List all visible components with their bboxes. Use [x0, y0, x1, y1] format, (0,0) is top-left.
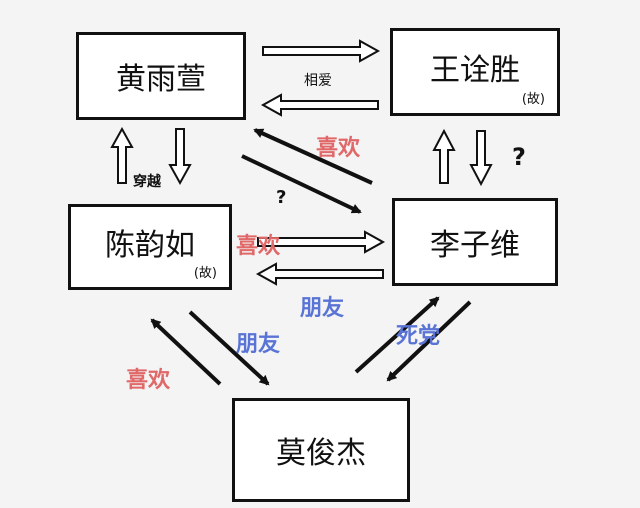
label-chuanyue: 穿越: [133, 174, 161, 190]
node-chen: 陈韵如 (故): [68, 204, 232, 290]
node-note: (故): [193, 266, 217, 281]
label-xihuan-top: 喜欢: [316, 136, 361, 161]
node-huang: 黄雨萱: [76, 32, 246, 120]
arrow-li-to-huang: [253, 128, 373, 185]
label-pengyou-left: 朋友: [236, 332, 281, 357]
arrow-li-to-mo: [386, 300, 472, 382]
arrow-huang-to-chen: [168, 128, 192, 186]
label-question-right: ?: [512, 143, 526, 171]
label-xihuan-mid: 喜欢: [236, 234, 281, 259]
label-pengyou-right: 朋友: [300, 296, 345, 321]
arrow-huang-to-wang: [262, 39, 381, 63]
arrow-chen-to-huang: [110, 126, 134, 184]
node-li: 李子维: [392, 198, 558, 286]
arrow-li-to-chen: [255, 262, 384, 286]
node-mo: 莫俊杰: [232, 398, 410, 502]
label-xiangai: 相爱: [304, 73, 332, 89]
arrow-wang-to-huang: [260, 93, 379, 117]
arrow-chen-to-mo: [188, 310, 270, 386]
node-name: 莫俊杰: [276, 436, 366, 471]
node-name: 李子维: [430, 228, 520, 263]
arrow-chen-to-li: [257, 230, 386, 254]
label-question-mid: ?: [276, 187, 287, 208]
node-name: 黄雨萱: [116, 62, 206, 97]
node-name: 陈韵如: [105, 228, 195, 264]
arrow-mo-to-chen: [150, 318, 222, 386]
label-sidang: 死党: [396, 324, 441, 349]
arrow-li-to-wang: [432, 128, 456, 184]
node-name: 王诠胜: [430, 53, 520, 89]
node-wang: 王诠胜 (故): [390, 28, 560, 116]
node-note: (故): [521, 92, 545, 107]
arrow-mo-to-li: [354, 296, 440, 374]
arrow-huang-to-li: [241, 154, 362, 214]
arrow-wang-to-li: [469, 130, 493, 187]
label-xihuan-left: 喜欢: [126, 368, 171, 393]
